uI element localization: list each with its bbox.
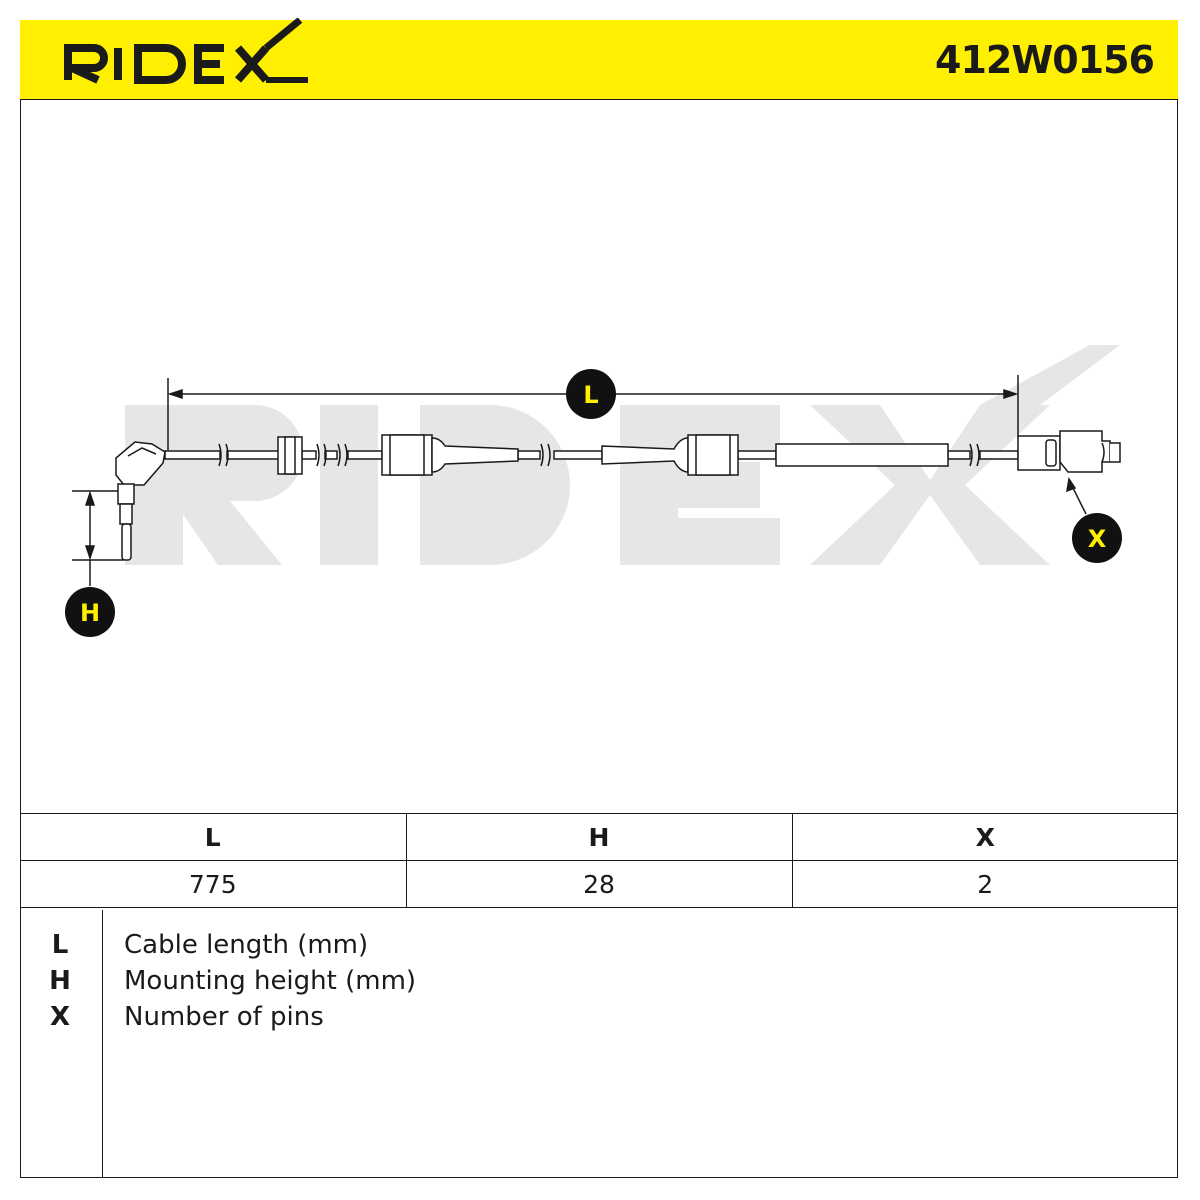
legend-text: Number of pins — [124, 1002, 324, 1032]
part-number: 412W0156 — [935, 38, 1155, 82]
legend-text: Cable length (mm) — [124, 930, 369, 960]
sensor-drawing: L — [65, 345, 1122, 637]
spec-table-header-row: L H X — [20, 813, 1178, 861]
length-callout — [566, 369, 616, 419]
sensor-head — [115, 441, 166, 561]
spec-header-h: H — [405, 813, 793, 861]
legend-divider — [102, 910, 103, 1178]
height-dimension — [72, 490, 124, 586]
header-bar: 412W0156 — [20, 18, 1178, 100]
height-callout — [65, 587, 115, 637]
spec-table: L H X 775 28 2 — [20, 813, 1178, 908]
pins-leader — [1066, 477, 1087, 515]
spec-header-l: L — [20, 813, 407, 861]
spec-value-h: 28 — [405, 860, 793, 908]
legend-symbol: H — [49, 966, 71, 996]
spec-header-x: X — [791, 813, 1178, 861]
spec-value-l: 775 — [20, 860, 407, 908]
height-callout-label: H — [80, 599, 100, 627]
legend-symbol: X — [49, 1002, 71, 1032]
legend-text: Mounting height (mm) — [124, 966, 417, 996]
length-callout-label: L — [583, 381, 598, 409]
spec-value-x: 2 — [791, 860, 1178, 908]
cable — [164, 430, 1121, 476]
ridex-logo — [64, 18, 308, 84]
pins-callout — [1072, 513, 1122, 563]
spec-table-value-row: 775 28 2 — [20, 860, 1178, 908]
pins-callout-label: X — [1088, 525, 1107, 553]
legend-symbol: L — [51, 930, 69, 960]
legend: L Cable length (mm) H Mounting height (m… — [20, 910, 1178, 1178]
